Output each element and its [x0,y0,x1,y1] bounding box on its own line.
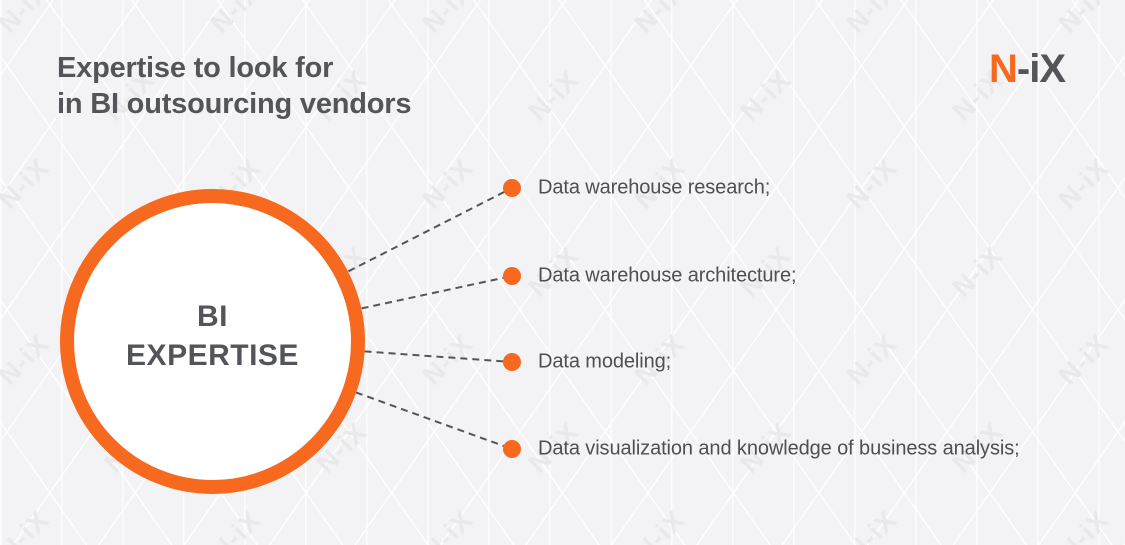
bi-expertise-circle-label: BI EXPERTISE [126,297,299,375]
bullet-dot-icon [503,179,521,197]
page-title: Expertise to look for in BI outsourcing … [57,50,412,122]
nix-logo-prefix: N [989,47,1018,91]
expertise-item-label: Data warehouse research; [538,176,771,199]
nix-logo-suffix: -iX [1016,47,1066,91]
circle-label-line1: BI [196,299,228,333]
connector-line [361,275,513,310]
page-title-line1: Expertise to look for [57,52,334,84]
connector-line [347,187,513,273]
expertise-item-label: Data modeling; [538,350,672,373]
expertise-item-label: Data warehouse architecture; [538,264,797,287]
circle-label-line2: EXPERTISE [126,338,299,372]
connector-line [364,350,513,363]
page-title-line2: in BI outsourcing vendors [57,88,412,120]
bullet-dot-icon [503,353,521,371]
expertise-item-label: Data visualization and knowledge of busi… [538,437,1020,460]
bullet-dot-icon [503,440,521,458]
bullet-dot-icon [503,267,521,285]
connector-line [355,391,513,450]
nix-logo: N-iX [989,47,1066,92]
